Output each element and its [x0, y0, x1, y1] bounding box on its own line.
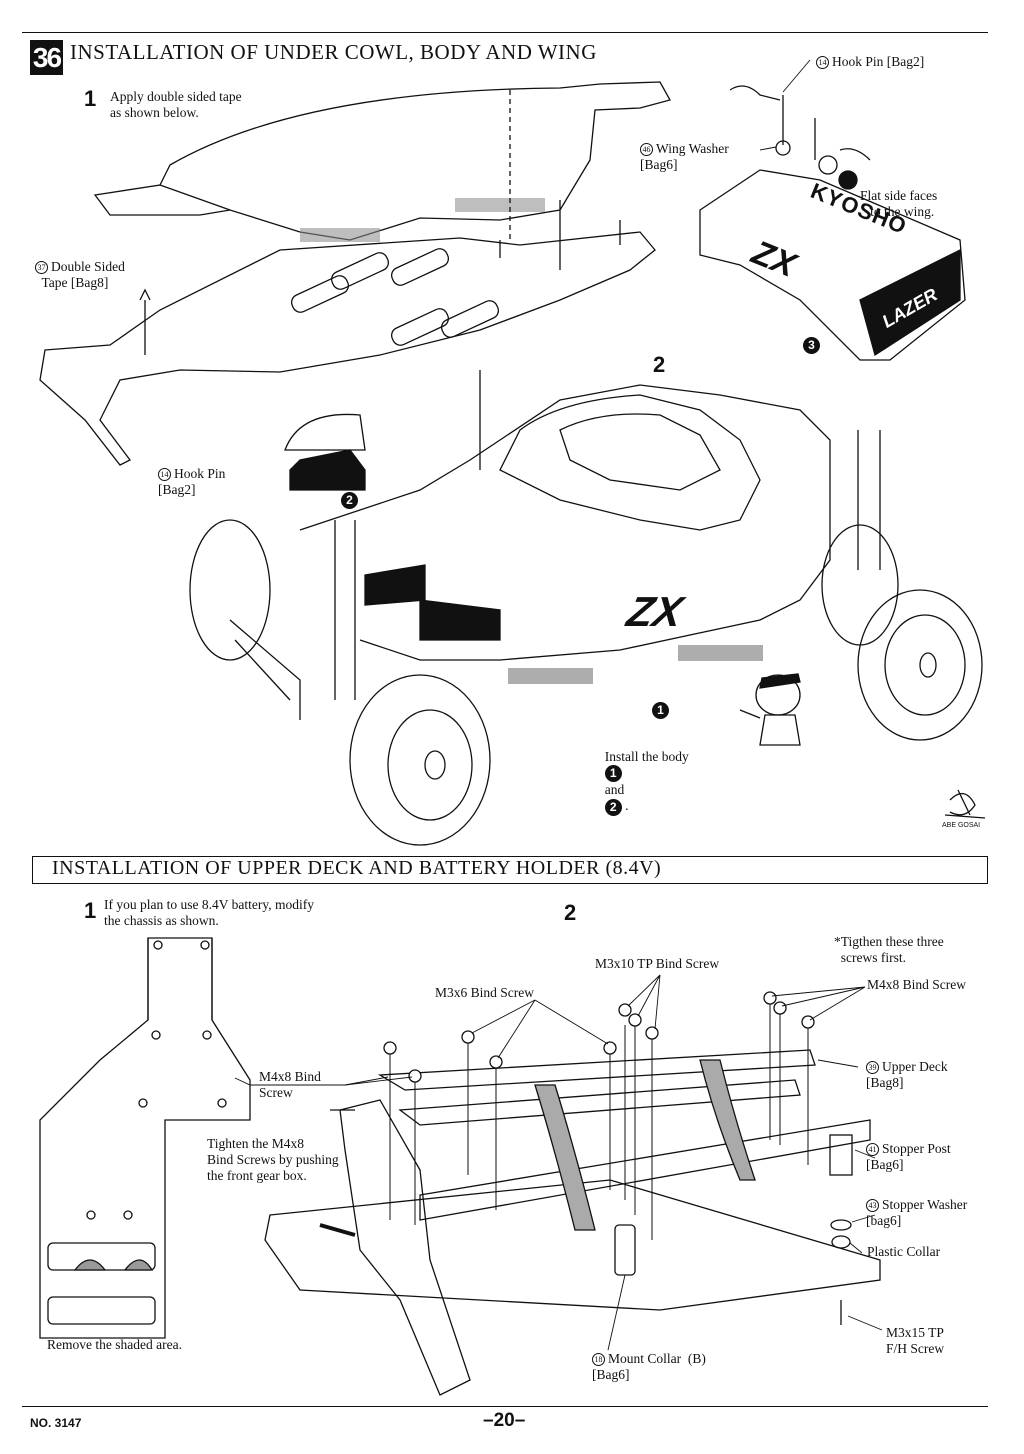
- part-id-icon: 18: [592, 1353, 605, 1367]
- part-id-icon: 14: [816, 56, 829, 70]
- marker-2-inline: 2: [604, 798, 622, 816]
- plastic-collar-label: Plastic Collar: [867, 1244, 941, 1259]
- m4x8-right-label: M4x8 Bind Screw: [867, 977, 966, 992]
- part-id-icon: 43: [866, 1199, 879, 1213]
- marker-3: 3: [803, 336, 820, 354]
- signature-logo: [944, 789, 986, 819]
- chassis-outline-drawing: [39, 937, 251, 1339]
- part-id-icon: 39: [866, 1061, 879, 1075]
- step-1-instruction-bottom: If you plan to use 8.4V battery, modify …: [104, 897, 314, 928]
- step-1-number-bottom: 1: [84, 898, 97, 923]
- m4x8-left-label: M4x8 Bind Screw: [259, 1069, 321, 1100]
- body-zx-text: ZX: [623, 588, 687, 635]
- marker-1-inline: 1: [604, 765, 622, 783]
- step-2-number-bottom: 2: [564, 900, 577, 925]
- marker-1: 1: [652, 701, 669, 719]
- marker-2: 2: [341, 491, 358, 509]
- document-number: NO. 3147: [30, 1416, 82, 1430]
- upper-deck-drawing: [264, 991, 881, 1396]
- step-1-instruction-top: Apply double sided tape as shown below.: [110, 89, 242, 120]
- step-2-number-top: 2: [653, 352, 666, 377]
- tighten-m4x8-note: Tighten the M4x8 Bind Screws by pushing …: [207, 1136, 339, 1183]
- tighten-three-note: *Tigthen these three screws first.: [834, 934, 944, 965]
- section-title-top: INSTALLATION OF UNDER COWL, BODY AND WIN…: [70, 40, 597, 64]
- step-number-badge: 36: [30, 40, 63, 75]
- under-cowl-drawing: [93, 81, 671, 242]
- flat-side-label: Flat side faces to the wing.: [860, 188, 938, 219]
- page-number: –20–: [483, 1410, 526, 1431]
- chassis-plate-drawing: [39, 200, 656, 466]
- m3x15-label: M3x15 TP F/H Screw: [886, 1325, 945, 1356]
- car-drawing: [189, 370, 983, 846]
- install-body-caption: Install the body 1 and 2 .: [604, 749, 689, 816]
- mascot-drawing: [739, 673, 801, 746]
- wing-drawing: [699, 85, 966, 361]
- section-title-bottom: INSTALLATION OF UPPER DECK AND BATTERY H…: [52, 857, 662, 879]
- leader-lines: [234, 59, 883, 1351]
- signature-text: ABE GOSAI: [942, 822, 981, 829]
- m3x6-label: M3x6 Bind Screw: [435, 985, 534, 1000]
- m3x10-label: M3x10 TP Bind Screw: [595, 956, 720, 971]
- step-1-number-top: 1: [84, 86, 97, 111]
- footer-rule: [22, 1406, 988, 1407]
- top-rule: [22, 32, 988, 33]
- part-id-icon: 37: [35, 261, 48, 275]
- part-id-icon: 41: [866, 1143, 879, 1157]
- section-title-box-bottom: [32, 856, 988, 884]
- part-id-icon: 14: [158, 468, 171, 482]
- part-id-icon: 46: [640, 143, 653, 157]
- remove-shaded-caption: Remove the shaded area.: [47, 1337, 182, 1352]
